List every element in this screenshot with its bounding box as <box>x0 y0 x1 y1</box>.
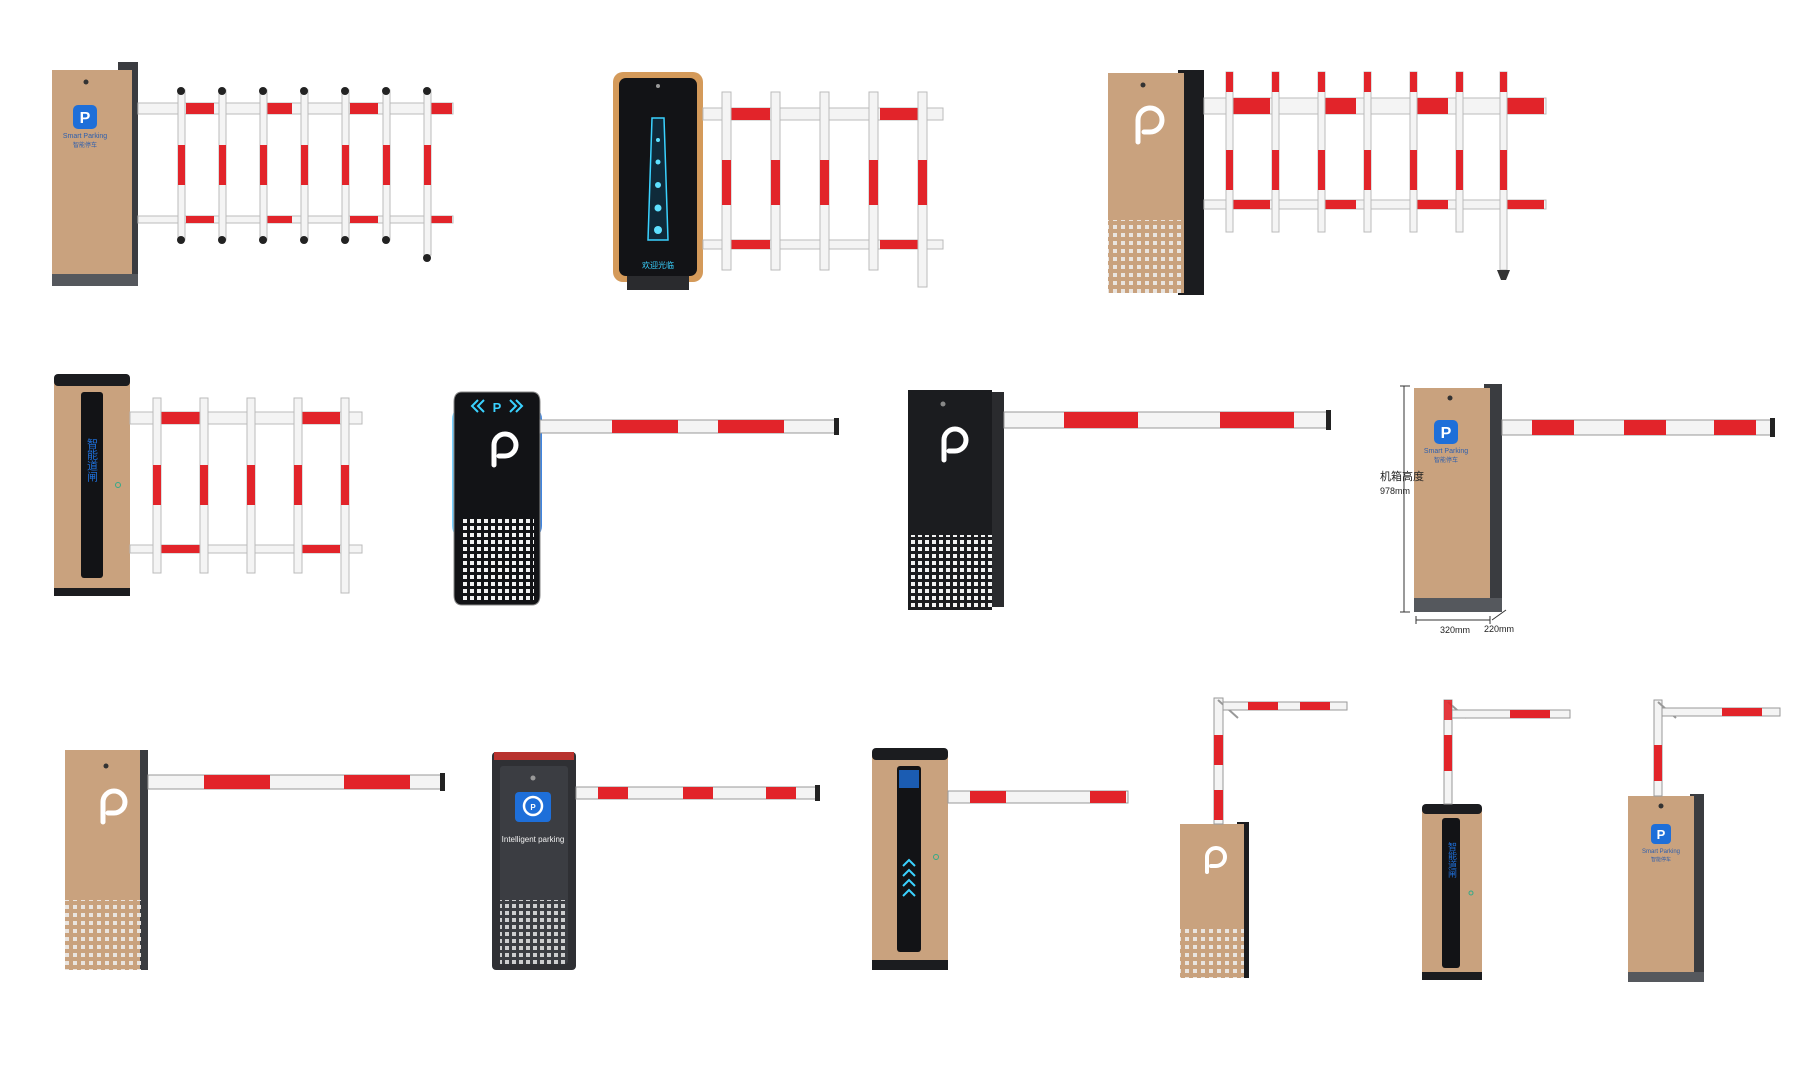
brand-label: Smart Parking <box>1424 448 1468 455</box>
parking-p-logo-icon <box>100 788 128 825</box>
parking-p-logo-icon <box>1135 105 1165 145</box>
cabinet-base <box>52 274 138 286</box>
gate-11-articulated-tan <box>1180 697 1348 978</box>
svg-text:P: P <box>1441 425 1452 442</box>
brand-label: Smart Parking <box>1642 849 1680 855</box>
parking-badge-icon: P <box>515 792 551 822</box>
chevron-arrows-icon <box>902 858 916 897</box>
led-strip <box>81 392 103 578</box>
cabinet-height-label: 机箱高度 <box>1380 469 1424 483</box>
gate-7-boom-dimensions: P Smart Parking 智能停车 机箱高度 978mm 320mm 22… <box>1380 384 1775 635</box>
brand-label-cn: 智能停车 <box>1651 856 1671 863</box>
dimension-width: 320mm <box>1440 625 1470 635</box>
cabinet-front <box>52 70 132 282</box>
brand-label-cn: 智能停车 <box>1434 456 1458 464</box>
gate-4-fence-strip: 智能道闸 <box>54 374 363 596</box>
cabinet-height-value: 978mm <box>1380 486 1410 496</box>
arrow-p-sign: P <box>493 400 502 415</box>
vertical-cn-label: 智能道闸 <box>1446 841 1457 879</box>
parking-badge-icon: P <box>73 105 97 129</box>
parking-p-logo-icon <box>941 426 969 463</box>
gate-1-fence-tan: P Smart Parking 智能停车 <box>52 62 454 286</box>
dimension-lines <box>1400 385 1507 624</box>
svg-text:P: P <box>80 110 91 127</box>
parking-p-logo-icon <box>1205 846 1227 874</box>
boom-horizontal <box>1661 707 1781 717</box>
brand-label-cn: 智能停车 <box>73 141 97 149</box>
gate-9-boom-intelligent: P Intelligent parking <box>492 752 820 970</box>
boom-horizontal <box>1222 701 1348 711</box>
gate-12-articulated-strip: 智能道闸 <box>1422 699 1571 980</box>
gate-10-boom-chevrons <box>872 748 1129 970</box>
intelligent-parking-label: Intelligent parking <box>502 835 565 844</box>
parking-badge-icon: P <box>1651 824 1671 844</box>
brand-label: Smart Parking <box>63 133 107 140</box>
parking-badge-icon: P <box>1434 420 1458 444</box>
vertical-cn-label: 智能道闸 <box>86 437 99 482</box>
chevron-arrows-icon <box>470 399 524 413</box>
svg-text:P: P <box>530 803 536 812</box>
gate-6-boom-black <box>908 390 1331 610</box>
gate-8-boom-tan-dots <box>65 750 445 970</box>
parking-p-logo-icon <box>491 431 519 468</box>
gate-13-articulated-badge: P Smart Parking 智能停车 <box>1628 699 1781 982</box>
dimension-depth: 220mm <box>1484 624 1514 634</box>
gate-5-boom-blue: P <box>452 391 839 606</box>
boom-arm <box>539 419 839 434</box>
led-welcome-text: 欢迎光临 <box>642 260 674 270</box>
gate-2-fence-led: 欢迎光临 <box>613 72 944 290</box>
svg-text:P: P <box>1657 827 1666 842</box>
gate-3-fence-tan-dots <box>1108 70 1547 295</box>
